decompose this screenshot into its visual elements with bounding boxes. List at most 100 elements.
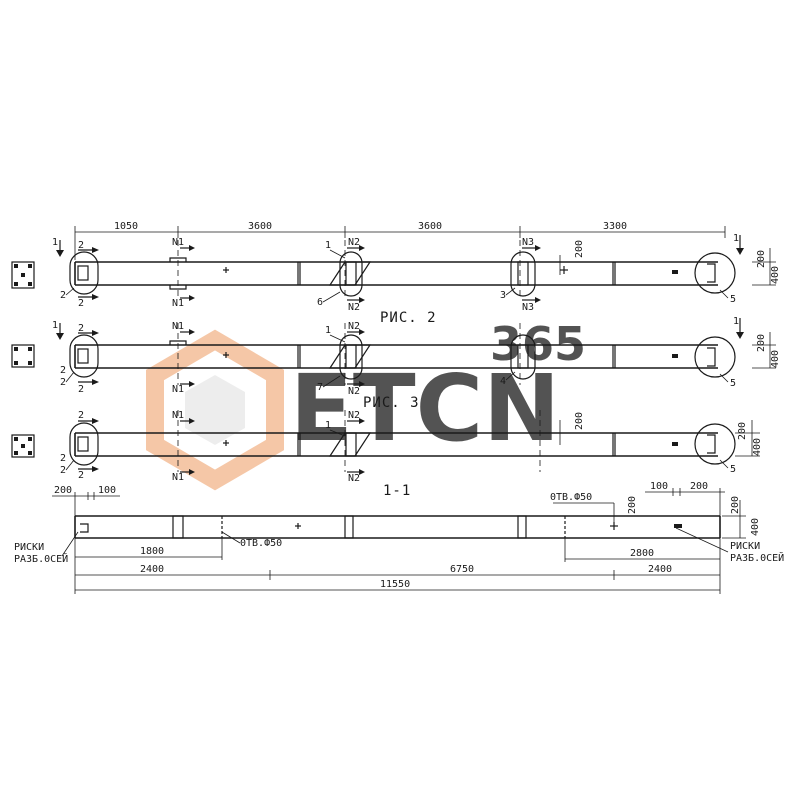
elevation-bottom-dims: 1800 2800 2400 6750 2400 11550: [74, 538, 721, 594]
svg-text:200: 200: [54, 485, 72, 496]
svg-text:1: 1: [325, 325, 331, 336]
svg-text:N2: N2: [348, 410, 360, 421]
svg-text:2: 2: [78, 470, 84, 481]
svg-text:100: 100: [650, 481, 668, 492]
svg-text:6750: 6750: [450, 564, 474, 575]
svg-text:N1: N1: [172, 472, 184, 483]
svg-text:2: 2: [78, 384, 84, 395]
svg-text:2: 2: [60, 377, 66, 388]
svg-text:РАЗБ.0СЕЙ: РАЗБ.0СЕЙ: [730, 551, 784, 564]
svg-text:1: 1: [733, 233, 739, 244]
watermark-logo-inner: [185, 375, 245, 445]
svg-text:N2: N2: [348, 321, 360, 332]
svg-text:400: 400: [770, 350, 781, 368]
svg-text:2400: 2400: [648, 564, 672, 575]
svg-text:2: 2: [60, 290, 66, 301]
svg-text:6: 6: [317, 297, 323, 308]
svg-text:N2: N2: [348, 237, 360, 248]
svg-text:200: 200: [574, 412, 585, 430]
watermark: ETCN 365: [146, 317, 586, 491]
svg-text:N3: N3: [522, 237, 534, 248]
callouts-fig2: 2 1 7 4 5: [60, 325, 736, 393]
svg-text:РИСКИ: РИСКИ: [730, 541, 760, 552]
svg-text:1: 1: [325, 420, 331, 431]
section-marks-fig3: 2 2 2 N1 N1 N2 N2 200: [60, 410, 585, 484]
svg-text:200: 200: [690, 481, 708, 492]
svg-text:1800: 1800: [140, 546, 164, 557]
section-title: 1-1: [383, 483, 411, 499]
svg-text:200: 200: [756, 250, 767, 268]
svg-text:N1: N1: [172, 384, 184, 395]
beam-fig3: [69, 422, 736, 466]
svg-text:2: 2: [60, 365, 66, 376]
svg-text:N1: N1: [172, 321, 184, 332]
vertical-dims-fig1: 200 200 400: [559, 240, 781, 286]
svg-text:3: 3: [500, 290, 506, 301]
svg-text:РИСКИ: РИСКИ: [14, 542, 44, 553]
svg-text:200: 200: [627, 496, 638, 514]
section-icon-1: [11, 261, 35, 289]
top-dim-3600-a: 3600: [248, 221, 272, 232]
svg-text:2800: 2800: [630, 548, 654, 559]
svg-text:2: 2: [78, 298, 84, 309]
svg-text:5: 5: [730, 294, 736, 305]
svg-text:400: 400: [752, 438, 763, 456]
svg-text:2: 2: [78, 323, 84, 334]
svg-text:РАЗБ.0СЕЙ: РАЗБ.0СЕЙ: [14, 552, 68, 565]
svg-text:1: 1: [733, 316, 739, 327]
vertical-dims-fig2: 200 400: [752, 332, 781, 369]
svg-text:4: 4: [500, 376, 506, 387]
svg-text:0ТВ.Ф50: 0ТВ.Ф50: [550, 492, 592, 503]
svg-text:2: 2: [60, 465, 66, 476]
svg-text:11550: 11550: [380, 579, 410, 590]
caption-fig2: РИС. 2: [380, 310, 437, 326]
svg-text:100: 100: [98, 485, 116, 496]
svg-text:200: 200: [730, 496, 741, 514]
svg-text:400: 400: [770, 266, 781, 284]
svg-text:1: 1: [52, 237, 58, 248]
svg-text:N2: N2: [348, 473, 360, 484]
svg-text:2: 2: [60, 453, 66, 464]
svg-text:400: 400: [750, 518, 761, 536]
svg-text:5: 5: [730, 464, 736, 475]
elevation-annotations: РИСКИ РАЗБ.0СЕЙ 0ТВ.Ф50 РИСКИ РАЗБ.0СЕЙ: [14, 527, 784, 565]
svg-text:2400: 2400: [140, 564, 164, 575]
beam-fig1: [69, 251, 736, 297]
svg-text:0ТВ.Ф50: 0ТВ.Ф50: [240, 538, 282, 549]
watermark-brand: ETCN: [290, 355, 560, 462]
vertical-dims-fig3: 200 400: [735, 420, 763, 457]
section-marks-fig1: 1 2 2 N1 N1 N2 N2 N3 N3 1: [52, 233, 744, 313]
svg-text:2: 2: [78, 410, 84, 421]
svg-text:1: 1: [52, 320, 58, 331]
svg-text:200: 200: [756, 334, 767, 352]
svg-text:N1: N1: [172, 410, 184, 421]
elevation-top-dims: 200 100 100 200 0ТВ.Ф50 200 200 400: [52, 481, 761, 539]
beam-fig2: [69, 334, 736, 380]
svg-text:N1: N1: [172, 237, 184, 248]
svg-text:1: 1: [325, 240, 331, 251]
svg-text:5: 5: [730, 378, 736, 389]
top-dimension-chain: 1050 3600 3600 3300: [74, 221, 726, 260]
svg-text:N1: N1: [172, 298, 184, 309]
watermark-number: 365: [490, 317, 586, 371]
watermark-logo-hexagon: [146, 329, 284, 491]
section-icon-2: [11, 344, 35, 368]
svg-text:N3: N3: [522, 302, 534, 313]
top-dim-3600-b: 3600: [418, 221, 442, 232]
callouts-fig3: 2 1 5: [60, 420, 736, 476]
elevation-1-1: [74, 515, 721, 539]
section-marks-fig2: 1 2 2 2 N1 N1 N2 N2 1: [52, 316, 744, 397]
svg-text:N2: N2: [348, 386, 360, 397]
svg-text:N2: N2: [348, 302, 360, 313]
top-dim-3300: 3300: [603, 221, 627, 232]
svg-text:200: 200: [737, 422, 748, 440]
svg-text:2: 2: [78, 240, 84, 251]
callouts-fig1: 2 1 6 3 5: [60, 240, 736, 308]
caption-fig3: РИС. 3: [363, 395, 420, 411]
svg-text:200: 200: [574, 240, 585, 258]
section-icon-3: [11, 434, 35, 458]
svg-text:7: 7: [317, 382, 323, 393]
top-dim-1050: 1050: [114, 221, 138, 232]
